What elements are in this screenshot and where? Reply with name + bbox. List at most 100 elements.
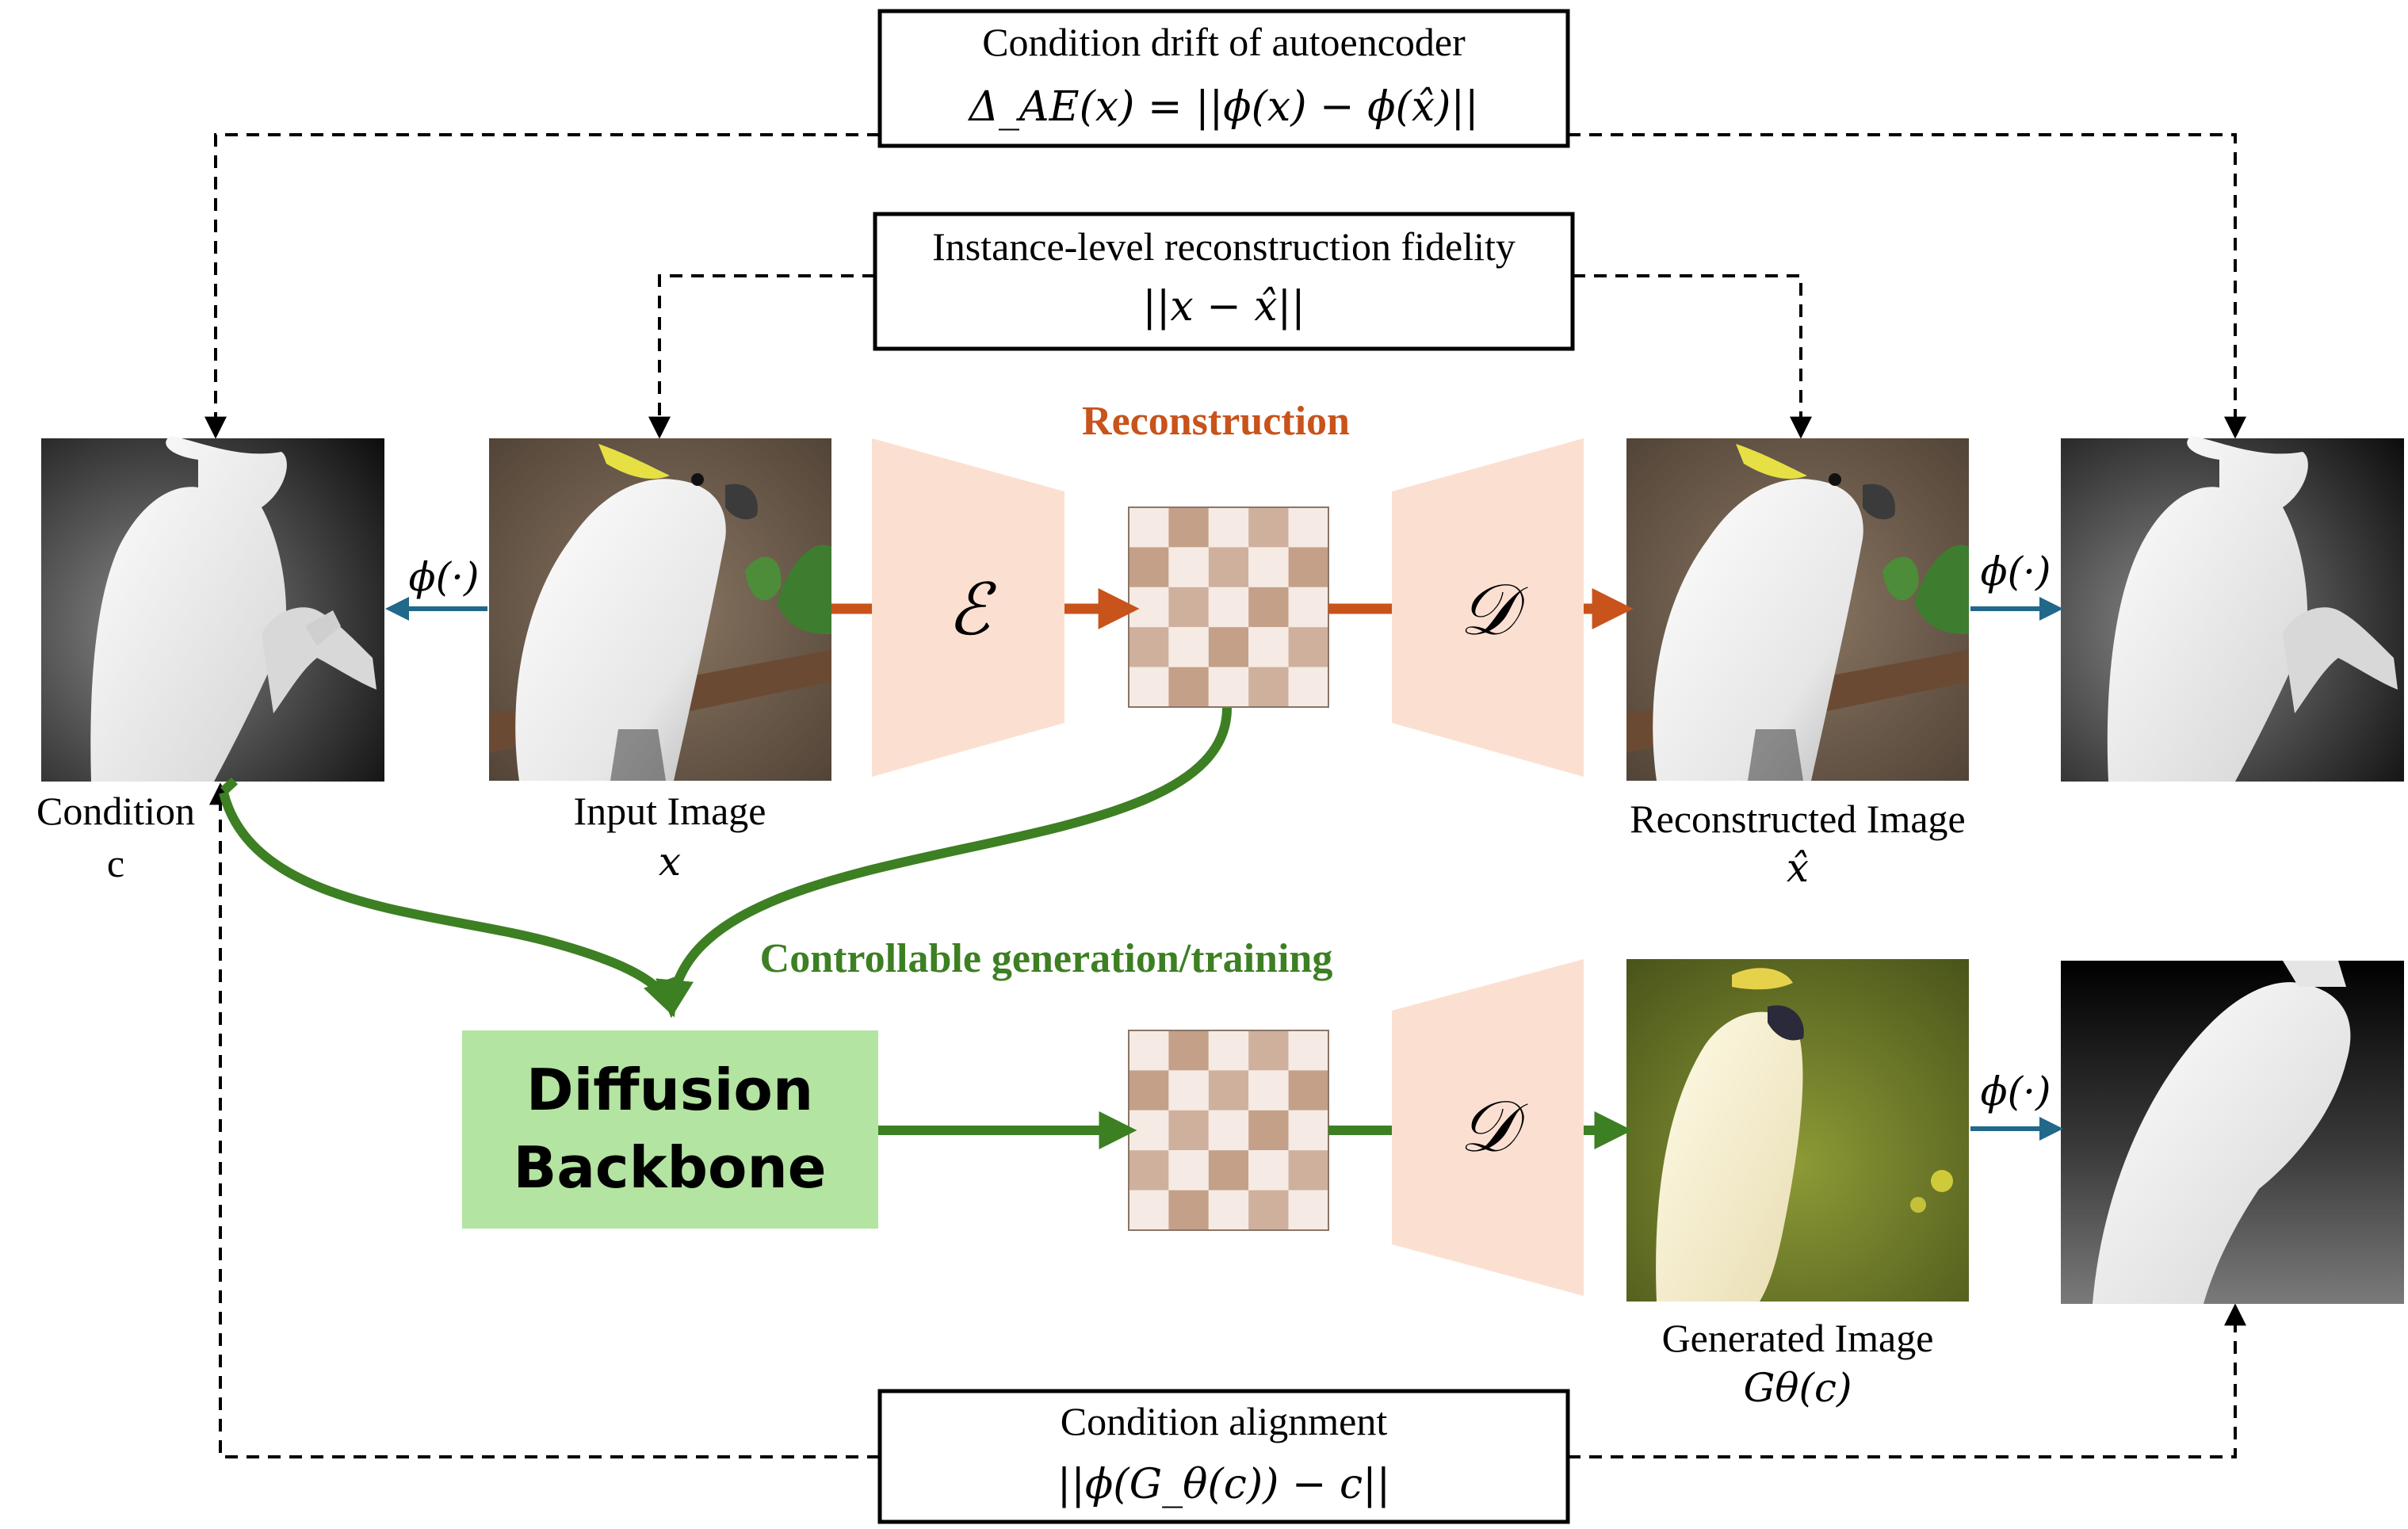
alignment-to-gen-depth-arrow: [1568, 1303, 2246, 1458]
generated-image: [1626, 959, 1969, 1302]
latent-cell: [1248, 1150, 1289, 1191]
latent-cell: [1208, 587, 1249, 628]
latent-cell: [1208, 667, 1249, 707]
recon-caption: Reconstructed Image: [1630, 797, 1965, 841]
latent-cell: [1129, 547, 1169, 587]
latent-cell: [1168, 1190, 1209, 1230]
latent-grid-reconstruction: [1128, 506, 1329, 708]
generated-symbol: Gθ(c): [1743, 1365, 1852, 1411]
condition-alignment-box: Condition alignment ||ϕ(G_θ(c)) − c||: [877, 1389, 1570, 1524]
fidelity-formula: ||x − x̂||: [1142, 283, 1305, 331]
latent-cell: [1208, 1110, 1249, 1151]
condition-drift-box: Condition drift of autoencoder Δ_AE(x) =…: [877, 9, 1570, 148]
latent-cell: [1248, 667, 1289, 707]
reconstructed-depth-map: [2061, 436, 2404, 782]
latent-cell: [1248, 587, 1289, 628]
reconstruction-label: Reconstruction: [1082, 399, 1350, 444]
latent-cell: [1129, 1110, 1169, 1151]
alignment-to-condition-arrow: [209, 782, 880, 1458]
latent-cell: [1288, 1150, 1328, 1191]
latent-cell: [1168, 1030, 1209, 1071]
alignment-formula: ||ϕ(G_θ(c)) − c||: [1057, 1461, 1390, 1508]
reconstruction-fidelity-box: Instance-level reconstruction fidelity |…: [873, 212, 1575, 351]
condition-drift-formula: Δ_AE(x) = ||ϕ(x) − ϕ(x̂)||: [968, 83, 1479, 131]
latent-cell: [1168, 1150, 1209, 1191]
latent-cell: [1129, 1030, 1169, 1071]
diffusion-backbone-box: Diffusion Backbone: [462, 1030, 878, 1229]
latent-cell: [1288, 547, 1328, 587]
latent-cell: [1168, 587, 1209, 628]
latent-cell: [1248, 1190, 1289, 1230]
condition-drift-title: Condition drift of autoencoder: [982, 20, 1466, 64]
latent-cell: [1129, 507, 1169, 548]
latent-cell: [1168, 1070, 1209, 1110]
diffusion-label-line1: Diffusion: [526, 1057, 813, 1123]
latent-cell: [1288, 1030, 1328, 1071]
fidelity-title: Instance-level reconstruction fidelity: [932, 224, 1516, 269]
latent-cell: [1288, 1190, 1328, 1230]
latent-cell: [1208, 627, 1249, 667]
condition-arrow-tail: [220, 777, 239, 795]
generation-arrows: [219, 707, 1633, 1149]
fidelity-to-recon-arrow: [1573, 274, 1812, 439]
fidelity-to-input-arrow: [648, 274, 875, 439]
latent-cell: [1208, 507, 1249, 548]
decoder-generation: 𝒟: [1392, 959, 1584, 1296]
drift-to-condition-arrow: [204, 133, 880, 439]
generated-depth-map: [2061, 961, 2404, 1304]
latent-cell: [1208, 1070, 1249, 1110]
alignment-title: Condition alignment: [1061, 1399, 1388, 1443]
latent-cell: [1248, 1070, 1289, 1110]
latent-cell: [1168, 507, 1209, 548]
latent-cell: [1288, 507, 1328, 548]
input-image: [489, 438, 831, 781]
latent-cell: [1168, 627, 1209, 667]
latent-cell: [1288, 627, 1328, 667]
latent-cell: [1129, 587, 1169, 628]
phi-arrows: [385, 597, 2063, 1141]
encoder: ℰ: [872, 438, 1064, 777]
condition-depth-map: [41, 436, 384, 782]
latent-cell: [1208, 1190, 1249, 1230]
reconstructed-image: [1626, 438, 1969, 781]
latent-cell: [1129, 627, 1169, 667]
latent-cell: [1288, 1110, 1328, 1151]
latent-grid-generation: [1128, 1030, 1329, 1231]
latent-cell: [1208, 1030, 1249, 1071]
condition-caption: Condition: [36, 789, 195, 833]
input-caption: Input Image: [574, 789, 766, 833]
latent-to-diffusion-arrow: [656, 707, 1232, 1019]
latent-cell: [1168, 1110, 1209, 1151]
latent-cell: [1248, 627, 1289, 667]
phi-label-right-bottom: ϕ(·): [1981, 1068, 2051, 1114]
dashed-connectors: [204, 133, 2246, 1458]
generated-caption: Generated Image: [1662, 1316, 1934, 1360]
drift-to-recon-depth-arrow: [1568, 133, 2246, 439]
latent-cell: [1288, 1070, 1328, 1110]
latent-cell: [1129, 1190, 1169, 1230]
latent-cell: [1129, 1150, 1169, 1191]
recon-symbol: x̂: [1787, 845, 1809, 891]
latent-cell: [1208, 547, 1249, 587]
phi-label-left: ϕ(·): [409, 554, 480, 600]
latent-cell: [1248, 547, 1289, 587]
diffusion-label-line2: Backbone: [513, 1134, 826, 1201]
phi-label-right-top: ϕ(·): [1981, 549, 2051, 594]
encoder-symbol: ℰ: [947, 568, 997, 652]
condition-to-diffusion-arrow: [219, 791, 679, 1018]
latent-cell: [1248, 1110, 1289, 1151]
decoder-reconstruction: 𝒟: [1392, 438, 1584, 777]
latent-cell: [1288, 587, 1328, 628]
latent-cell: [1208, 1150, 1249, 1191]
latent-cell: [1248, 507, 1289, 548]
latent-cell: [1168, 667, 1209, 707]
latent-cell: [1288, 667, 1328, 707]
input-symbol: x: [659, 839, 681, 885]
latent-cell: [1129, 1070, 1169, 1110]
latent-cell: [1129, 667, 1169, 707]
latent-cell: [1168, 547, 1209, 587]
latent-cell: [1248, 1030, 1289, 1071]
controllable-label: Controllable generation/training: [760, 936, 1333, 981]
condition-symbol: c: [107, 841, 124, 885]
